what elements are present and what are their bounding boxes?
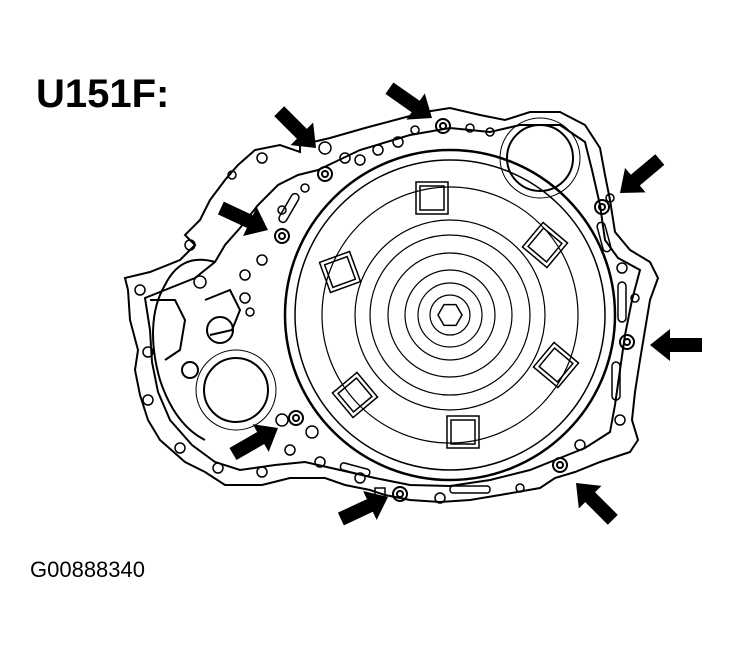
arrow-right [650, 329, 702, 361]
hex-shaft [437, 303, 463, 327]
diagram-title: U151F: [36, 72, 170, 116]
arrow-bottom-right [564, 471, 625, 532]
arrow-upper-right [609, 147, 671, 206]
rim-slots [278, 192, 627, 499]
arrow-left-upper [214, 193, 275, 245]
target-bolts [274, 118, 635, 502]
bolt-holes [134, 123, 640, 504]
converter-rings [283, 148, 617, 482]
figure-code: G00888340 [30, 557, 145, 582]
converter-pads [318, 181, 580, 449]
bores [181, 117, 581, 431]
housing-outline [123, 106, 660, 504]
arrow-top [380, 75, 442, 132]
